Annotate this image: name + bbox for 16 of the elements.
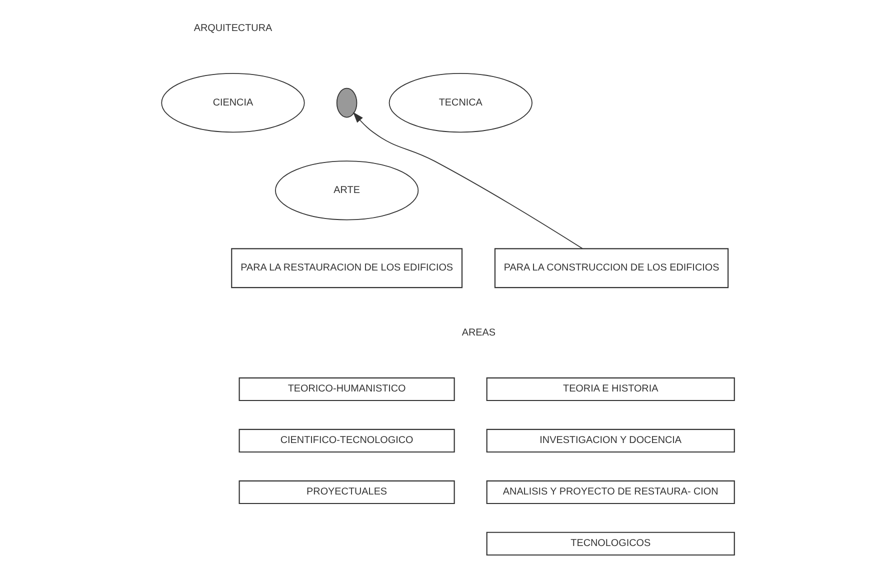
label: AREAS	[461, 327, 496, 338]
node-box: INVESTIGACION Y DOCENCIA	[486, 428, 734, 453]
node-box: PARA LA RESTAURACION DE LOS EDIFICIOS	[230, 248, 462, 288]
node-ellipse: CIENCIA	[160, 73, 304, 133]
node-ellipse	[336, 88, 357, 118]
node-box: TEORIA E HISTORIA	[486, 377, 734, 402]
node-box: ANALISIS Y PROYECTO DE RESTAURA- CION	[486, 480, 734, 504]
node-box: PROYECTUALES	[238, 480, 454, 504]
arrow	[352, 112, 583, 250]
node-box: TEORICO-HUMANISTICO	[238, 377, 454, 402]
node-ellipse: ARTE	[274, 160, 418, 220]
node-ellipse: TECNICA	[388, 73, 532, 133]
node-box: CIENTIFICO-TECNOLOGICO	[238, 428, 454, 453]
node-box: TECNOLOGICOS	[486, 532, 734, 556]
label: ARQUITECTURA	[193, 22, 272, 34]
node-box: PARA LA CONSTRUCCION DE LOS EDIFICIOS	[494, 248, 728, 288]
